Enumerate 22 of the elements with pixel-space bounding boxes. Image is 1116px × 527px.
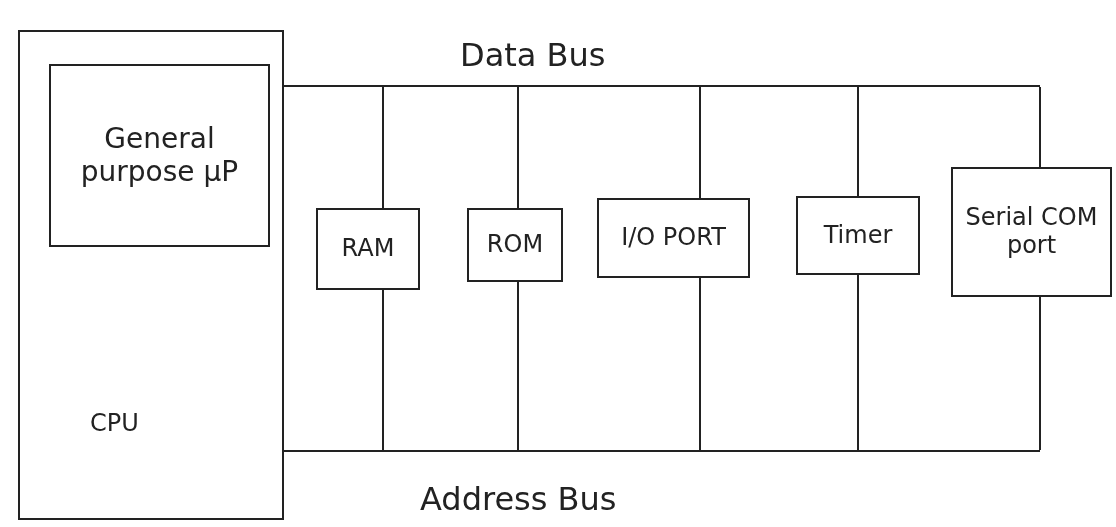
bus-connection <box>283 450 301 452</box>
component-box: Serial COM port <box>951 167 1112 297</box>
bus-label: Address Bus <box>420 481 617 518</box>
bus-connection <box>382 289 384 451</box>
bus-connection <box>382 86 384 209</box>
bus-connection <box>517 86 519 209</box>
bus-connection <box>1039 296 1041 451</box>
component-box: RAM <box>316 208 420 290</box>
cpu-block <box>18 30 284 520</box>
bus-connection <box>699 86 701 199</box>
block-label: CPU <box>90 410 139 438</box>
component-box: I/O PORT <box>597 198 750 278</box>
bus-connection <box>283 85 301 87</box>
component-box: Timer <box>796 196 920 275</box>
bus-connection <box>699 277 701 451</box>
component-box: ROM <box>467 208 563 282</box>
bus-connection <box>857 274 859 451</box>
bus-connection <box>1039 86 1041 168</box>
bus-label: Data Bus <box>460 37 606 74</box>
bus-connection <box>857 86 859 197</box>
component-box: General purpose μP <box>49 64 270 247</box>
bus-connection <box>517 281 519 451</box>
